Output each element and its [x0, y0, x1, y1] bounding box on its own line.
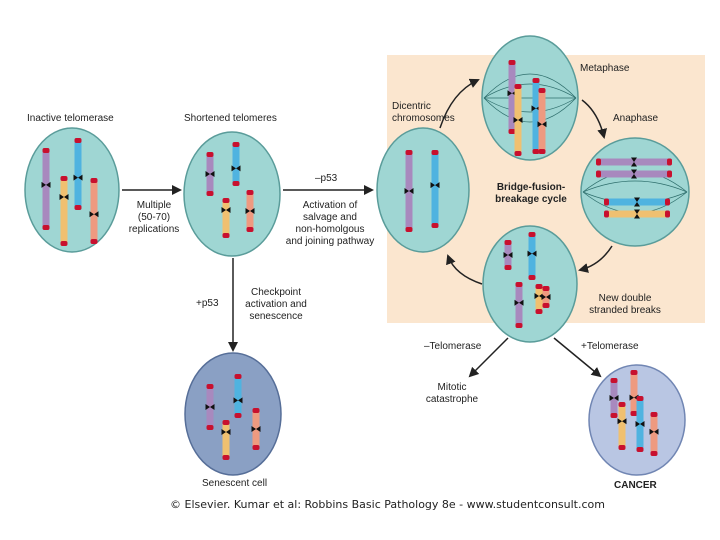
pathway-line-1: Activation of — [302, 200, 358, 211]
chromosome — [430, 150, 440, 228]
chromosome — [604, 197, 670, 207]
label-shortened-telomeres: Shortened telomeres — [184, 113, 277, 124]
bfb-line-2: breakage cycle — [495, 194, 567, 205]
chromosome — [221, 198, 231, 238]
chromosome — [635, 396, 645, 452]
label-minus-telomerase: –Telomerase — [424, 341, 482, 352]
pathway-line-2: salvage and — [303, 212, 357, 223]
label-minus-p53: –p53 — [315, 173, 338, 184]
chromosome — [649, 412, 659, 456]
label-anaphase: Anaphase — [613, 113, 659, 124]
chromosome — [609, 378, 619, 418]
shortened-telomeres-cell — [183, 131, 281, 257]
chromosome — [231, 142, 241, 186]
arrow-dicentric-to-metaphase — [439, 78, 480, 129]
new-breaks-line-2: stranded breaks — [589, 305, 661, 316]
chromosome — [205, 152, 215, 196]
chromosome — [507, 60, 517, 134]
new-breaks-line-1: New double — [598, 293, 652, 304]
chromosome — [629, 370, 639, 416]
metaphase-spindle — [483, 73, 577, 123]
arrow-anaphase-to-breaks — [578, 245, 613, 273]
label-new-breaks: New double stranded breaks — [582, 293, 668, 317]
chromosome — [604, 209, 670, 219]
chromosome — [534, 284, 544, 314]
label-multiple-replications: Multiple (50-70) replications — [126, 200, 182, 236]
chromosome — [527, 232, 537, 280]
chromosome — [617, 402, 627, 450]
chromosome — [531, 78, 541, 154]
label-inactive-telomerase: Inactive telomerase — [27, 113, 114, 124]
label-plus-p53: +p53 — [196, 298, 219, 309]
label-bfb-cycle: Bridge-fusion- breakage cycle — [484, 182, 578, 206]
arrow-minus-telomerase — [468, 337, 509, 378]
chromosome — [73, 138, 83, 210]
pathway-line-4: and joining pathway — [285, 236, 375, 247]
checkpoint-line-3: senescence — [249, 311, 303, 322]
replications-line-2: (50-70) — [137, 212, 171, 223]
catastrophe-line-1: Mitotic — [437, 382, 467, 393]
bfb-line-1: Bridge-fusion- — [496, 182, 566, 193]
dicentric-cell — [376, 127, 470, 253]
label-metaphase: Metaphase — [580, 63, 630, 74]
chromosome — [89, 178, 99, 244]
inactive-telomerase-cell — [24, 127, 120, 253]
copyright-caption: © Elsevier. Kumar et al: Robbins Basic P… — [170, 498, 605, 511]
chromosome — [404, 150, 414, 232]
catastrophe-line-2: catastrophe — [425, 394, 479, 405]
label-mitotic-catastrophe: Mitotic catastrophe — [420, 382, 484, 406]
chromosome — [233, 374, 243, 418]
chromosome — [513, 84, 523, 156]
chromosome — [251, 408, 261, 450]
chromosome — [245, 190, 255, 232]
senescent-cell — [184, 352, 282, 476]
label-plus-telomerase: +Telomerase — [581, 341, 639, 352]
label-senescent-cell: Senescent cell — [202, 478, 268, 489]
chromosome — [514, 282, 524, 328]
dicentric-line-1: Dicentric — [392, 101, 431, 112]
chromosome — [221, 420, 231, 460]
chromosomes — [41, 60, 672, 460]
chromosome — [41, 148, 51, 230]
arrow-metaphase-to-anaphase — [581, 99, 607, 139]
arrow-breaks-to-dicentric — [446, 254, 483, 285]
dicentric-line-2: chromosomes — [392, 113, 455, 124]
replications-line-1: Multiple — [136, 200, 172, 211]
pathway-line-3: non-homolgous — [295, 224, 365, 235]
chromosome — [205, 384, 215, 430]
chromosome — [596, 157, 672, 167]
arrow-plus-telomerase — [553, 337, 602, 378]
checkpoint-line-2: activation and — [245, 299, 307, 310]
chromosome — [537, 88, 547, 154]
chromosome — [59, 176, 69, 246]
anaphase-cell — [580, 137, 690, 247]
chromosome — [596, 169, 672, 179]
label-activation-pathway: Activation of salvage and non-homolgous … — [276, 200, 384, 248]
replications-line-3: replications — [128, 224, 180, 235]
chromosome — [541, 286, 551, 308]
label-dicentric: Dicentric chromosomes — [392, 101, 455, 125]
label-cancer: CANCER — [614, 480, 657, 491]
chromosome — [503, 240, 513, 270]
checkpoint-line-1: Checkpoint — [250, 287, 302, 298]
label-checkpoint: Checkpoint activation and senescence — [238, 287, 314, 323]
